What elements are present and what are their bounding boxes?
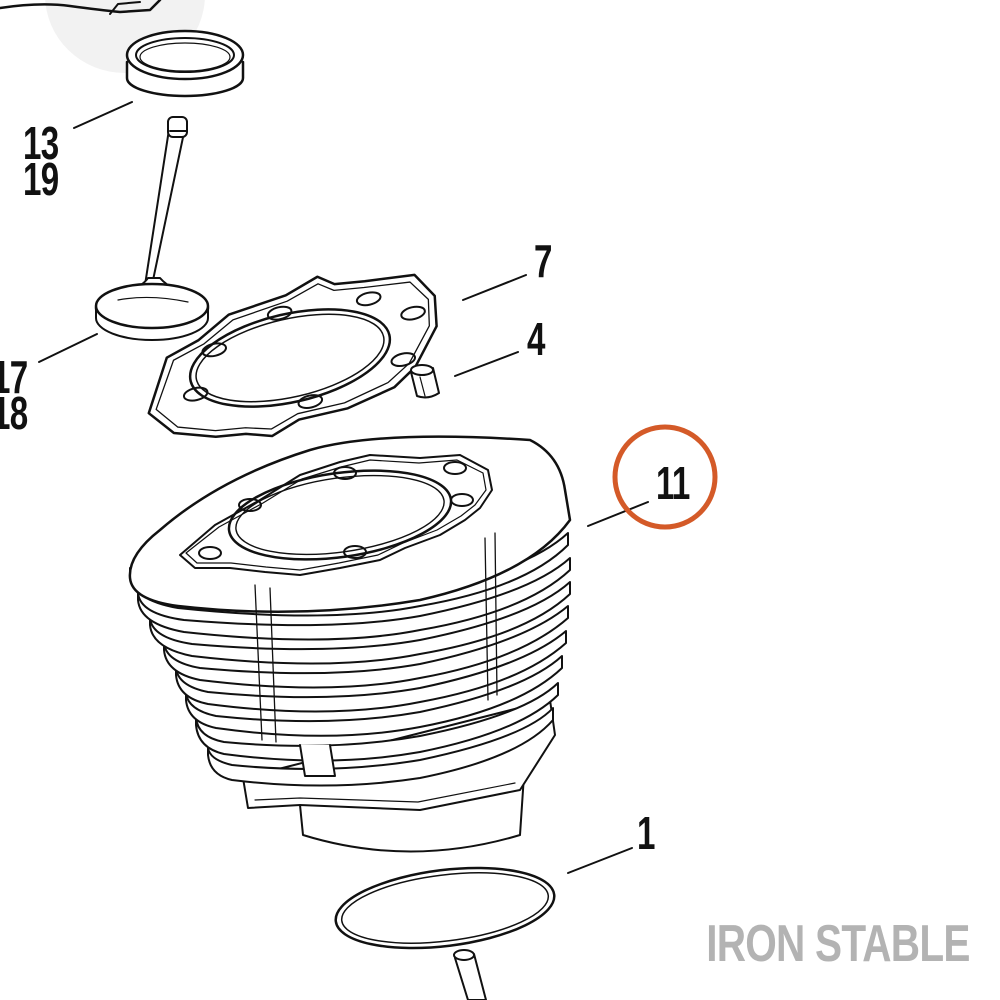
callout-13: 13: [23, 117, 59, 169]
callout-11: 11: [656, 457, 690, 509]
o-ring: [334, 866, 556, 950]
callout-19: 19: [23, 153, 59, 205]
cylinder: [128, 435, 572, 853]
valve: [94, 116, 210, 341]
leader-lines: [38, 101, 649, 874]
dowel-pin: [410, 364, 440, 399]
highlight-circle: [612, 424, 718, 530]
callout-18: 18: [0, 387, 28, 439]
watermark-logo: IRON STABLE: [706, 915, 971, 973]
valve-seat-ring: [125, 29, 245, 98]
callout-4: 4: [527, 313, 545, 365]
callout-1: 1: [637, 807, 655, 859]
head-gasket: [147, 273, 438, 438]
callout-17: 17: [0, 351, 28, 403]
callout-7: 7: [534, 235, 552, 287]
stud: [453, 949, 487, 1000]
